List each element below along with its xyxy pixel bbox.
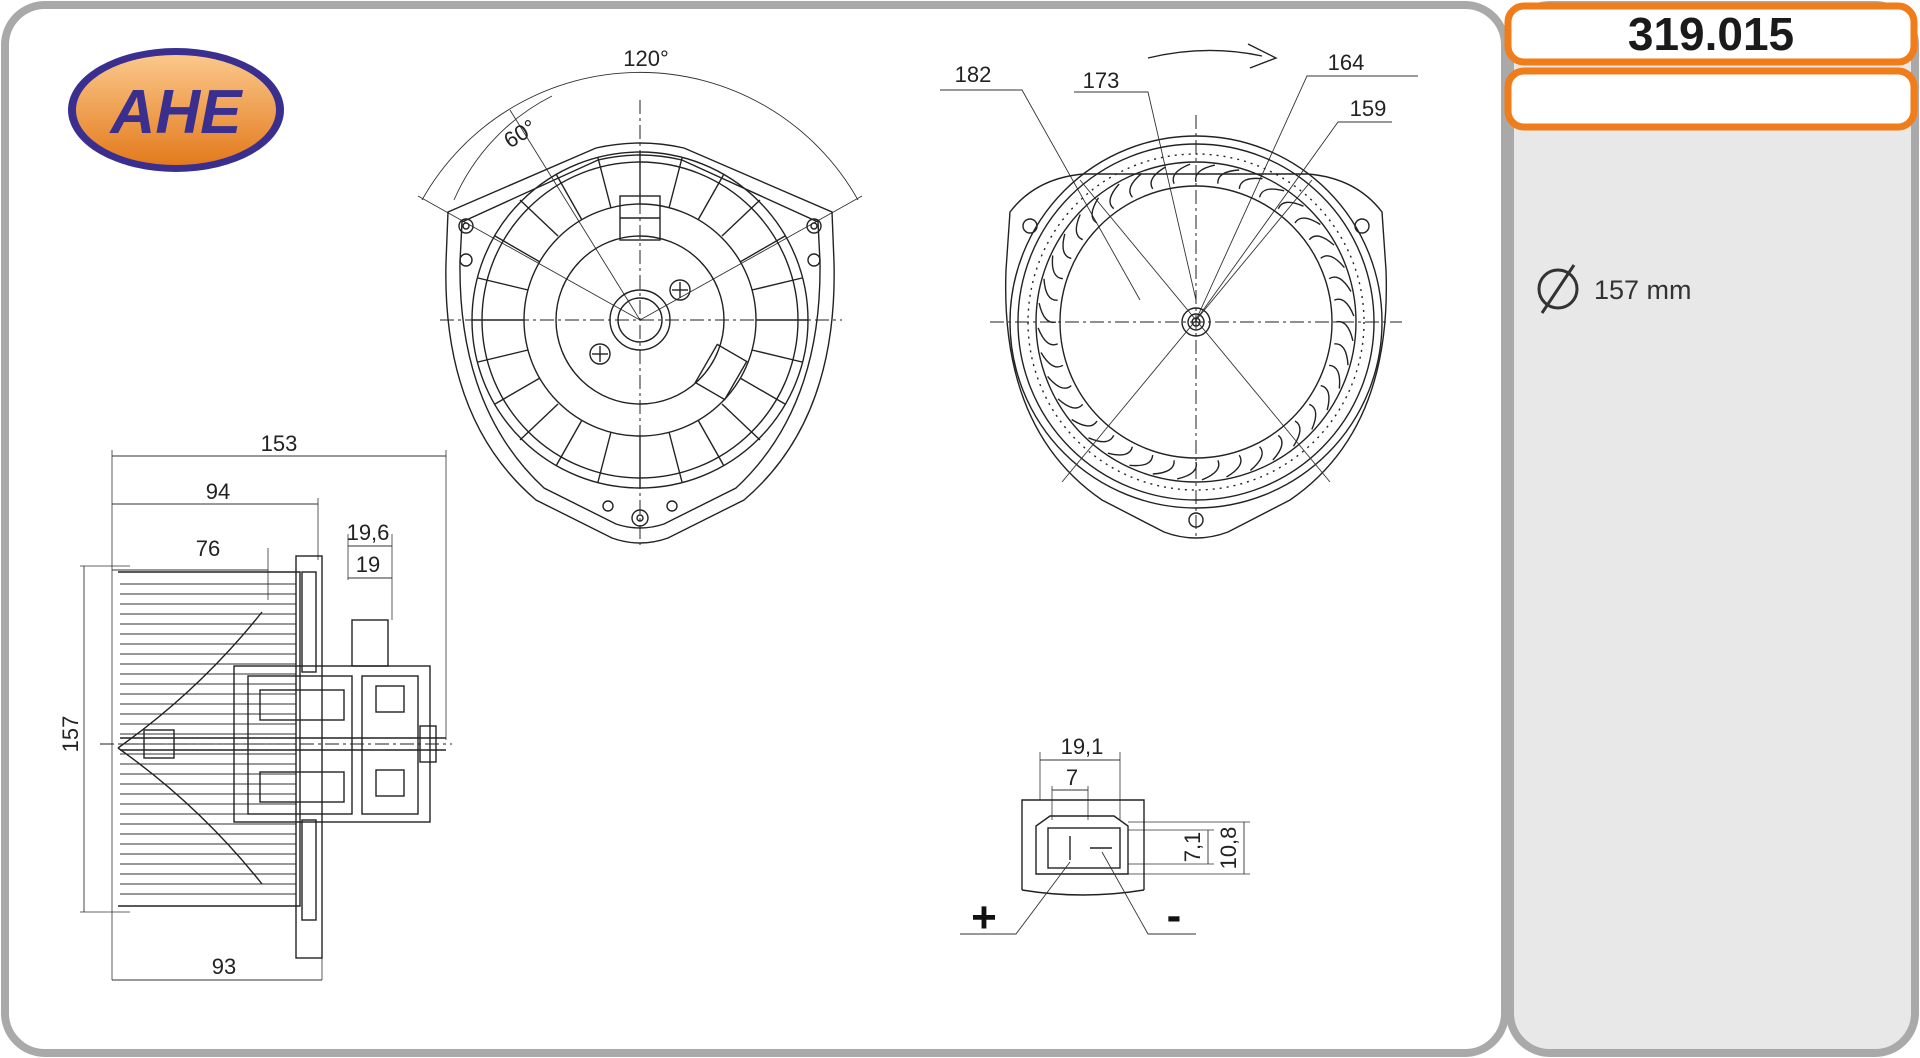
fan-blade: [1334, 343, 1349, 366]
fan-blade: [1172, 163, 1191, 184]
fan-blade: [1226, 454, 1242, 478]
conn-dim-10-8: 10,8: [1216, 827, 1241, 870]
fan-blade: [1129, 454, 1154, 467]
fan-dim-164: 164: [1328, 50, 1365, 75]
fan-blade: [1320, 255, 1345, 269]
fan-blade: [1320, 384, 1330, 411]
side-dim-157: 157: [58, 716, 83, 753]
fan-blade: [1176, 461, 1198, 480]
fan-blade: [1109, 183, 1120, 210]
info-panel: [1506, 1, 1919, 1057]
fan-blade: [1328, 364, 1341, 389]
connector-detail: 19,1 7 7,1 10,8 + -: [960, 734, 1250, 942]
fan-blade: [1201, 460, 1220, 481]
conn-dim-7: 7: [1066, 765, 1078, 790]
fan-dim-173: 173: [1083, 68, 1120, 93]
fan-blade: [1328, 276, 1352, 292]
logo-text: AHE: [109, 78, 244, 147]
rotation-arrow-icon: [1147, 49, 1263, 59]
fan-blade: [1071, 418, 1098, 427]
fan-blade: [1047, 375, 1072, 389]
conn-dim-19-1: 19,1: [1061, 734, 1104, 759]
fan-blade: [1150, 166, 1166, 190]
side-dim-19-6: 19,6: [347, 520, 390, 545]
fan-blade: [1152, 460, 1175, 475]
fan-blade: [1238, 177, 1263, 190]
side-dim-19: 19: [356, 552, 380, 577]
fan-blade: [1051, 255, 1064, 280]
side-dim-94: 94: [206, 479, 230, 504]
diameter-value: 157 mm: [1594, 275, 1692, 305]
side-dim-153: 153: [261, 431, 298, 456]
terminal-minus: -: [1167, 891, 1182, 940]
fan-blade: [1258, 188, 1285, 198]
fan-blade: [1107, 446, 1134, 456]
side-view: 153 94 76 19,6 19 157 93: [58, 431, 452, 981]
fan-blade: [1335, 320, 1354, 342]
fan-blade: [1272, 434, 1283, 461]
fan-blade: [1308, 403, 1317, 430]
fan-blade: [1308, 235, 1335, 246]
fan-blade: [1057, 398, 1084, 409]
fan-blade: [1040, 352, 1064, 368]
drawing-frame: [1, 1, 1509, 1057]
fan-blade: [1292, 420, 1301, 447]
fan-blade: [1129, 173, 1143, 198]
fan-view: 182 173 164 159: [940, 43, 1418, 540]
fan-blade: [1277, 201, 1304, 210]
fan-blade: [1037, 327, 1058, 346]
product-code-box: [1504, 2, 1918, 66]
fan-blade: [1062, 233, 1072, 260]
fan-blade: [1194, 164, 1216, 183]
fan-blade: [1038, 302, 1057, 324]
fan-dim-182: 182: [955, 62, 992, 87]
side-dim-76: 76: [196, 536, 220, 561]
fan-blade: [1217, 169, 1240, 184]
conn-dim-7-1: 7,1: [1180, 832, 1205, 863]
fan-blade: [1249, 446, 1263, 471]
front-angle-outer: 120°: [623, 46, 669, 71]
ahe-logo: AHE: [68, 48, 284, 172]
product-code: 319.015: [1628, 8, 1794, 60]
fan-blade: [1088, 434, 1115, 443]
fan-blade: [1294, 217, 1321, 226]
diameter-icon: [1537, 264, 1579, 314]
product-secondary-box: [1504, 67, 1918, 131]
fan-blade: [1334, 298, 1355, 317]
terminal-plus: +: [971, 893, 997, 942]
fan-blade: [1043, 278, 1058, 301]
side-dim-93: 93: [212, 954, 236, 979]
fan-dim-159: 159: [1350, 96, 1387, 121]
fan-blade: [1075, 214, 1084, 241]
